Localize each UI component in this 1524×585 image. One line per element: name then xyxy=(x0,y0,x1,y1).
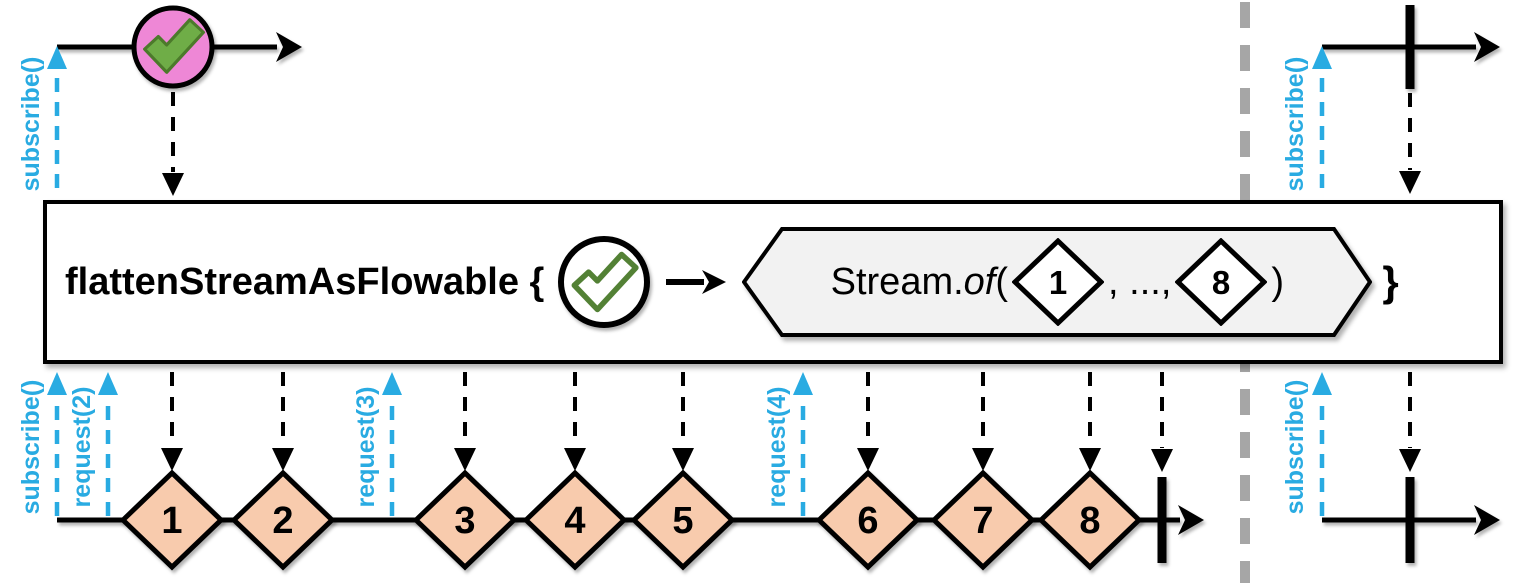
output-marble-7: 7 xyxy=(930,469,1036,571)
emission-arrowhead-down-icon xyxy=(1399,449,1421,472)
request4-label: request(4) xyxy=(763,387,791,508)
stream-prefix-text: Stream. xyxy=(830,260,964,303)
emission-arrowhead-down-icon xyxy=(1079,448,1101,471)
subscribe-label-bottom-right: subscribe() xyxy=(1281,380,1309,515)
request2-signal: request(2) xyxy=(68,372,118,516)
emission-arrowhead-down-icon xyxy=(672,448,694,471)
output-marble-3: 3 xyxy=(412,469,518,571)
timeline-arrowhead-icon xyxy=(276,32,302,62)
emission-arrow-2 xyxy=(272,372,294,471)
operator-closing-brace: } xyxy=(1382,258,1399,305)
emission-arrowhead-down-icon xyxy=(857,448,879,471)
emission-arrow-1 xyxy=(161,372,183,471)
svg-text:3: 3 xyxy=(454,500,475,542)
emission-arrow-6 xyxy=(857,372,879,471)
subscribe-signal-bottom-left: subscribe() xyxy=(17,372,67,516)
operator-input-marble xyxy=(558,236,651,328)
maps-to-arrow-icon xyxy=(666,270,727,294)
upstream-check-marble xyxy=(131,5,215,89)
signal-arrowhead-up-icon xyxy=(98,372,118,395)
stream-first-diamond: 1 xyxy=(1012,238,1105,326)
subscribe-signal-bottom-right: subscribe() xyxy=(1281,372,1332,516)
svg-text:1: 1 xyxy=(1049,264,1067,301)
upstream-timeline-top-right xyxy=(1322,5,1500,89)
subscribe-label-bottom-left: subscribe() xyxy=(17,380,45,515)
operator-box: flattenStreamAsFlowable { Stream.of( 1 ,… xyxy=(43,200,1503,364)
stream-last-diamond: 8 xyxy=(1175,238,1268,326)
operator-label: flattenStreamAsFlowable { xyxy=(65,260,545,303)
emission-arrow-4 xyxy=(564,372,586,471)
emission-arrow-top-right xyxy=(1399,93,1421,194)
timeline-arrowhead-icon xyxy=(1474,32,1500,62)
output-timeline-bottom-right xyxy=(1322,477,1500,563)
emission-arrowhead-down-icon xyxy=(272,448,294,471)
svg-text:4: 4 xyxy=(564,500,585,542)
svg-text:8: 8 xyxy=(1212,264,1230,301)
svg-text:5: 5 xyxy=(672,500,693,542)
timeline-arrowhead-icon xyxy=(1178,505,1204,535)
output-marble-4: 4 xyxy=(522,469,628,571)
signal-arrowhead-up-icon xyxy=(47,372,67,395)
request3-signal: request(3) xyxy=(352,372,402,516)
signal-arrowhead-up-icon xyxy=(382,372,402,395)
signal-arrowhead-up-icon xyxy=(1312,46,1332,69)
svg-text:1: 1 xyxy=(161,500,182,542)
stream-method-text: of xyxy=(963,260,996,303)
emission-arrowhead-down-icon xyxy=(1399,171,1421,194)
request4-signal: request(4) xyxy=(763,372,813,516)
svg-text:8: 8 xyxy=(1079,500,1100,542)
close-paren-text: ) xyxy=(1271,260,1285,303)
subscribe-label-top-left: subscribe() xyxy=(17,57,45,192)
emission-arrowhead-down-icon xyxy=(972,448,994,471)
emission-arrowhead-down-icon xyxy=(162,173,184,196)
request2-label: request(2) xyxy=(68,387,96,508)
stream-expression: Stream.of( 1 , ..., 8 ) xyxy=(831,238,1284,326)
signal-arrowhead-up-icon xyxy=(47,46,67,69)
emission-arrows-to-output xyxy=(161,372,1173,472)
emission-arrowhead-down-icon xyxy=(564,448,586,471)
emission-arrowhead-down-icon xyxy=(454,448,476,471)
ellipsis-text: , ..., xyxy=(1108,260,1172,303)
emission-arrowhead-down-icon xyxy=(1151,449,1173,472)
output-marble-6: 6 xyxy=(815,469,921,571)
output-marbles: 1 2 3 4 5 6 7 xyxy=(119,469,1143,571)
subscribe-label-top-right: subscribe() xyxy=(1281,57,1309,192)
check-outline-icon xyxy=(571,251,639,313)
emission-arrow-bottom-right xyxy=(1399,372,1421,472)
subscribe-signal-top-right: subscribe() xyxy=(1281,46,1332,191)
output-marble-1: 1 xyxy=(119,469,225,571)
emission-arrow-3 xyxy=(454,372,476,471)
check-icon xyxy=(143,18,206,74)
signal-arrowhead-up-icon xyxy=(793,372,813,395)
emission-arrow-5 xyxy=(672,372,694,471)
open-paren-text: ( xyxy=(995,260,1009,303)
svg-text:2: 2 xyxy=(272,500,293,542)
output-marble-8: 8 xyxy=(1037,469,1143,571)
svg-text:7: 7 xyxy=(972,500,993,542)
signal-arrowhead-up-icon xyxy=(1312,372,1332,395)
emission-arrow-top-left xyxy=(162,92,184,196)
emission-arrow-complete xyxy=(1151,372,1173,472)
svg-text:6: 6 xyxy=(857,500,878,542)
output-marble-5: 5 xyxy=(630,469,736,571)
emission-arrow-7 xyxy=(972,372,994,471)
emission-arrow-8 xyxy=(1079,372,1101,471)
output-marble-2: 2 xyxy=(230,469,336,571)
stream-hexagon: Stream.of( 1 , ..., 8 ) xyxy=(742,226,1373,338)
timeline-arrowhead-icon xyxy=(1474,505,1500,535)
request3-label: request(3) xyxy=(352,387,380,508)
subscribe-signal-top-left: subscribe() xyxy=(17,46,67,191)
emission-arrowhead-down-icon xyxy=(161,448,183,471)
